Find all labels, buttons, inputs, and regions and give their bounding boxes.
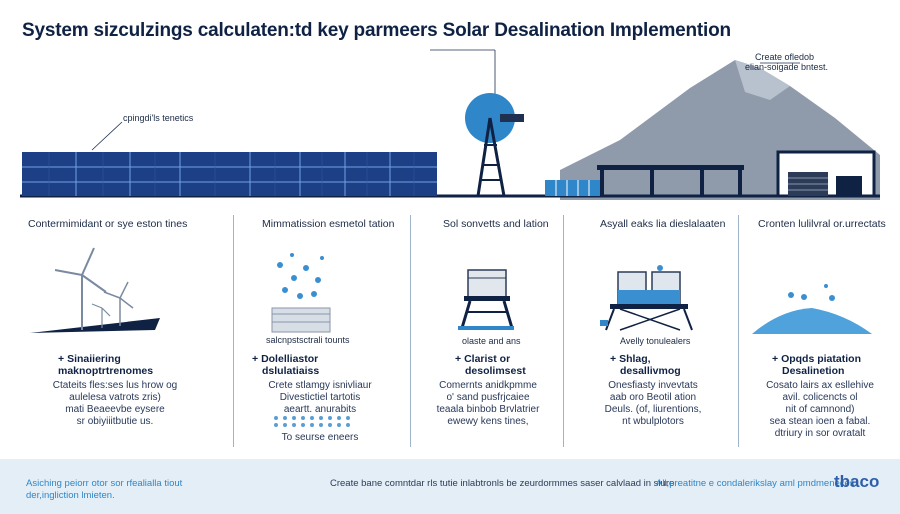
footer-bar [0, 459, 900, 514]
bullet-marker: + [252, 353, 262, 365]
cylinder-tank-icon [271, 307, 331, 333]
solar-panel-array [22, 152, 437, 196]
column-1-item-title: + Sinaiiering maknoptrtrenomes [58, 353, 154, 377]
column-1-heading: Contermimidant or sye eston tines [28, 218, 188, 230]
column-5-item-title: + Opqds piatation Desalinetion [772, 353, 861, 377]
column-2-footnote: To seurse eneers [281, 432, 359, 443]
column-3-caption: olaste and ans [462, 336, 521, 346]
column-3-heading: Sol sonvetts and lation [443, 218, 549, 230]
column-3-body: Comernts anidkpmme o' sand pusfrjcaiee t… [436, 380, 540, 427]
bullet-marker: + [610, 353, 620, 365]
column-3-item-title: + Clarist or desolimsest [455, 353, 526, 377]
hero-illustration [20, 49, 880, 200]
bullet-marker: + [772, 353, 782, 365]
column-divider [738, 215, 739, 447]
desalination-unit-icon [600, 265, 693, 331]
column-4-item-title: + Shlag, desallivmog [610, 353, 681, 377]
column-5-body: Cosato lairs ax esllehive avil. colicenc… [766, 380, 874, 439]
column-divider [563, 215, 564, 447]
footer-left-line-2: der,ingliction lmieten. [26, 490, 115, 501]
panels-callout: cpingdi'ls tenetics [123, 113, 194, 123]
mountain-callout-2: elian-soigade bntest. [745, 62, 829, 72]
footer-right-text: All;preatitne e condalerikslay aml pmdme… [656, 478, 858, 489]
footer-left-line-1: Asiching peiorr otor sor rfealialla tiou… [26, 478, 183, 489]
mountain-callout-1: Create ofledob [755, 52, 815, 62]
column-icons [30, 247, 872, 334]
mountain-highlight [735, 60, 790, 100]
bullet-marker: + [455, 353, 465, 365]
column-4-heading: Asyall eaks lia dieslalaaten [600, 218, 726, 230]
column-2-caption: salcnpstsctrali tounts [266, 335, 350, 345]
column-divider [233, 215, 234, 447]
page-title: System sizculzings calculaten:td key par… [22, 20, 731, 41]
column-2-heading: Mimmatission esmetol tation [262, 218, 395, 230]
brand-logo: tbaco [834, 472, 880, 491]
desalination-plant [545, 150, 876, 198]
water-tower-icon [458, 269, 514, 330]
column-5-heading: Cronten lulilvral or.urrectats [758, 218, 886, 230]
bullet-marker: + [58, 353, 68, 365]
column-divider [410, 215, 411, 447]
column-4-caption: Avelly tonulealers [620, 336, 691, 346]
column-2-body: Crete stlamgy isnivliaur Divestictiel ta… [268, 380, 372, 415]
footer-center-text: Create bane comntdar rls tutie inlabtron… [330, 478, 675, 489]
wind-turbine-icon [30, 247, 160, 333]
tower-structure [430, 49, 524, 197]
column-1-body: Ctateits fles:ses lus hrow og aulelesa v… [52, 380, 178, 427]
column-4-body: Onesfiasty invevtats aab oro Beotil atio… [604, 380, 702, 427]
water-droplets-icon [277, 253, 324, 299]
salt-pile-icon [752, 284, 872, 334]
dot-grid [274, 416, 352, 427]
column-2-item-title: + Dolelliastor dslulatiaiss [252, 353, 320, 377]
